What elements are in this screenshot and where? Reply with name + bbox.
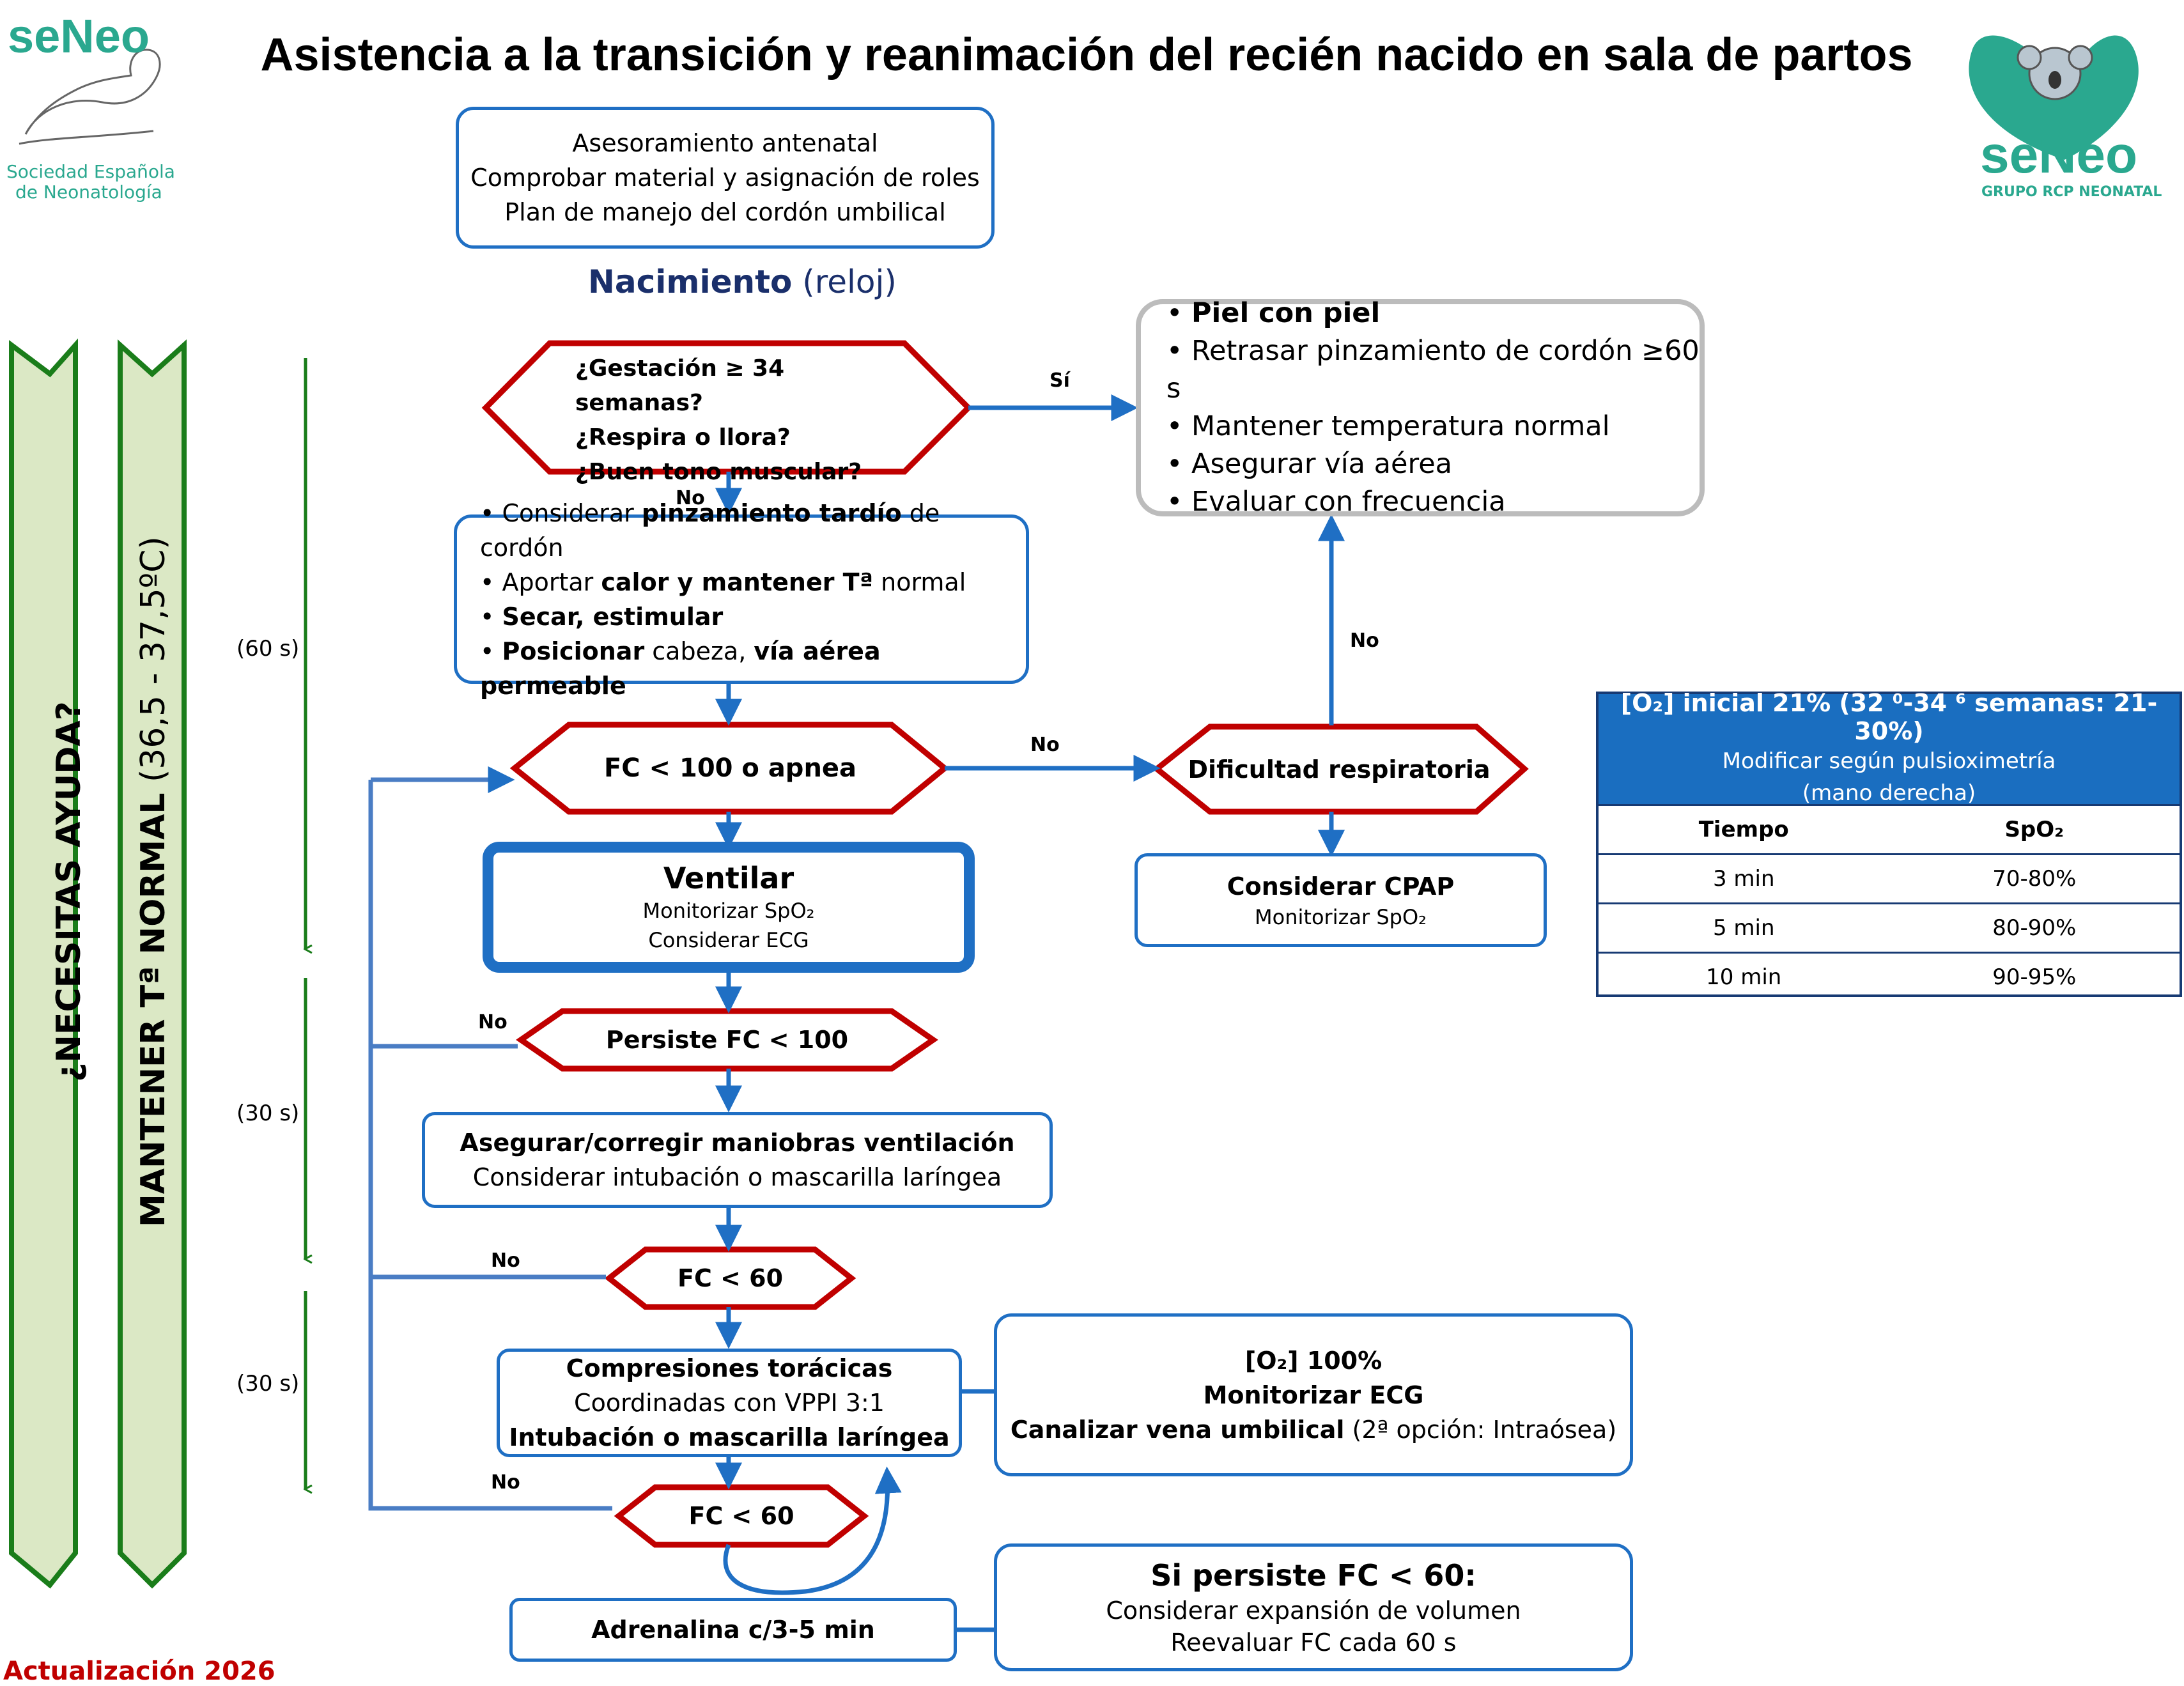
label-no-2: No (1350, 630, 1379, 652)
persiste60-l2: Reevaluar FC cada 60 s (1170, 1628, 1457, 1657)
label-no-4: No (478, 1011, 507, 1033)
hex-fc60-b (614, 1484, 869, 1548)
o2box-l2: Monitorizar ECG (1203, 1381, 1424, 1409)
o2box-l1: [O₂] 100% (1244, 1346, 1382, 1375)
help-band (9, 338, 78, 1589)
ventilar-title: Ventilar (663, 860, 794, 895)
label-no-5: No (491, 1249, 520, 1272)
hex-resp (1152, 723, 1529, 815)
compresiones-box: Compresiones torácicas Coordinadas con V… (497, 1349, 962, 1457)
question-text: ¿Gestación ≥ 34 semanas? ¿Respira o llor… (575, 352, 908, 485)
temp-rest: (36,5 - 37,5ºC) (134, 536, 173, 793)
routine-b2: Retrasar pinzamiento de cordón ≥60 s (1166, 335, 1700, 405)
time-60s: (60 s) (236, 636, 300, 661)
routine-b1: Piel con piel (1191, 297, 1381, 329)
o2-head1: [O₂] inicial 21% (32 ⁰-34 ⁶ semanas: 21-… (1620, 689, 2158, 745)
fc60a-text: FC < 60 (677, 1264, 784, 1292)
label-no-1: No (676, 487, 705, 509)
compresiones-bold: Intubación o mascarilla laríngea (509, 1423, 950, 1451)
routine-b3: Mantener temperatura normal (1191, 410, 1610, 442)
label-no-6: No (491, 1471, 520, 1494)
col-tiempo: Tiempo (1698, 817, 1789, 842)
hex-fc60-a (604, 1246, 856, 1310)
col-spo2: SpO₂ (2004, 817, 2064, 842)
ventilar-sub1: Monitorizar SpO₂ (642, 898, 815, 923)
routine-b4: Asegurar vía aérea (1191, 448, 1453, 480)
logo-right-subtitle: GRUPO RCP NEONATAL (1981, 184, 2162, 200)
logo-right-brand: seNeo (1980, 126, 2138, 184)
time-30s-a: (30 s) (236, 1101, 300, 1126)
logo-left-line2: de Neonatología (15, 182, 162, 203)
birth-label: Nacimiento (reloj) (588, 263, 897, 300)
o2-100-box: [O₂] 100% Monitorizar ECG Canalizar vena… (994, 1313, 1633, 1476)
baby-drawing-icon (19, 49, 161, 145)
asegurar-title: Asegurar/corregir maniobras ventilación (460, 1129, 1015, 1157)
ventilar-sub2: Considerar ECG (648, 927, 809, 952)
routine-care-box: • Piel con piel • Retrasar pinzamiento d… (1136, 297, 1705, 518)
antenatal-line1: Asesoramiento antenatal (572, 129, 878, 157)
routine-b5: Evaluar con frecuencia (1191, 486, 1506, 518)
o2-head3: (mano derecha) (1802, 780, 1976, 806)
persiste60-box: Si persiste FC < 60: Considerar expansió… (994, 1543, 1633, 1671)
label-si: Sí (1049, 369, 1070, 392)
persiste-text: Persiste FC < 100 (605, 1026, 849, 1054)
antenatal-box: Asesoramiento antenatal Comprobar materi… (456, 107, 995, 249)
question-line2: ¿Respira o llora? (575, 424, 791, 451)
o2-head2: Modificar según pulsioximetría (1722, 748, 2056, 774)
seneo-logo-right (1969, 35, 2139, 160)
ventilar-box: Ventilar Monitorizar SpO₂ Considerar ECG (483, 842, 975, 973)
temperature-side-text: MANTENER Tª NORMAL (36,5 - 37,5ºC) (128, 536, 179, 1227)
o2-table-colheads: Tiempo SpO₂ (1599, 804, 2180, 853)
cpap-box: Considerar CPAP Monitorizar SpO₂ (1135, 853, 1547, 947)
label-no-3: No (1030, 734, 1060, 756)
asegurar-box: Asegurar/corregir maniobras ventilación … (422, 1112, 1053, 1208)
antenatal-line3: Plan de manejo del cordón umbilical (504, 198, 946, 226)
o2-table-header: [O₂] inicial 21% (32 ⁰-34 ⁶ semanas: 21-… (1599, 689, 2180, 806)
o2-saturation-table: [O₂] inicial 21% (32 ⁰-34 ⁶ semanas: 21-… (1596, 689, 2182, 997)
initial-steps-box: • Considerar pinzamiento tardío de cordó… (454, 499, 1029, 700)
antenatal-line2: Comprobar material y asignación de roles (470, 164, 980, 192)
adrenalina-box: Adrenalina c/3-5 min (509, 1598, 957, 1662)
time-30s-b: (30 s) (236, 1371, 300, 1396)
birth-bold: Nacimiento (588, 263, 793, 300)
cpap-title: Considerar CPAP (1227, 872, 1455, 901)
temp-bold: MANTENER Tª NORMAL (134, 793, 173, 1227)
cpap-sub: Monitorizar SpO₂ (1255, 904, 1427, 929)
help-side-text: ¿NECESITAS AYUDA? (50, 701, 88, 1082)
footer-update: Actualización 2026 (3, 1657, 275, 1686)
seneo-logo-left (19, 49, 161, 145)
temperature-band (118, 339, 187, 1589)
o2box-l3b: (2ª opción: Intraósea) (1344, 1415, 1617, 1444)
logo-left-brand: seNeo (8, 10, 150, 63)
fc60b-text: FC < 60 (688, 1502, 794, 1530)
compresiones-sub: Coordinadas con VPPI 3:1 (574, 1389, 885, 1417)
persiste60-title: Si persiste FC < 60: (1150, 1558, 1476, 1593)
logo-left-line1: Sociedad Española (6, 161, 175, 182)
o2box-l3a: Canalizar vena umbilical (1010, 1415, 1345, 1444)
question-line3: ¿Buen tono muscular? (575, 459, 862, 485)
asegurar-sub: Considerar intubación o mascarilla larín… (472, 1163, 1002, 1191)
adrenalina-text: Adrenalina c/3-5 min (591, 1616, 875, 1644)
persiste60-l1: Considerar expansión de volumen (1106, 1597, 1521, 1625)
birth-rest: (reloj) (802, 263, 897, 300)
page-title: Asistencia a la transición y reanimación… (260, 29, 1913, 81)
resp-text: Dificultad respiratoria (1188, 755, 1491, 784)
hex-persiste (516, 1008, 938, 1072)
fc-apnea-text: FC < 100 o apnea (603, 754, 857, 783)
question-line1: ¿Gestación ≥ 34 semanas? (575, 355, 785, 416)
compresiones-title: Compresiones torácicas (566, 1354, 893, 1382)
